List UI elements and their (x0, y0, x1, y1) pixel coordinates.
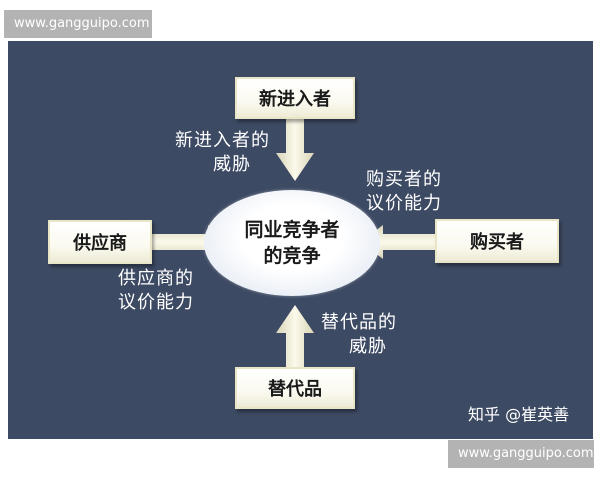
watermark-top: www.gangguipo.com (4, 10, 152, 38)
label-left-line-1: 供应商的 (118, 268, 194, 289)
center-line-2: 的竞争 (263, 245, 321, 267)
node-substitutes: 替代品 (235, 367, 355, 409)
label-right-line-1: 购买者的 (366, 169, 442, 190)
node-new-entrants: 新进入者 (235, 77, 355, 119)
node-buyers: 购买者 (435, 219, 559, 263)
arrow-top (276, 119, 314, 181)
arrow-bottom (276, 305, 314, 367)
label-left-line-2: 议价能力 (118, 292, 194, 313)
label-right-line-2: 议价能力 (366, 193, 442, 214)
watermark-bottom: www.gangguipo.com (448, 440, 594, 468)
author-credit: 知乎 @崔英善 (468, 405, 570, 424)
label-new-entrant-threat: 新进入者的 威胁 (175, 129, 270, 177)
arrow-right (361, 225, 435, 259)
node-suppliers: 供应商 (48, 220, 152, 264)
label-bottom-line-2: 威胁 (349, 336, 387, 357)
label-supplier-power: 供应商的 议价能力 (118, 267, 194, 315)
label-buyer-power: 购买者的 议价能力 (366, 168, 442, 216)
label-bottom-line-1: 替代品的 (321, 312, 397, 333)
center-ellipse: 同业竞争者 的竞争 (204, 190, 380, 296)
label-top-line-2: 威胁 (213, 154, 251, 175)
center-line-1: 同业竞争者 (244, 219, 340, 241)
label-top-line-1: 新进入者的 (175, 130, 270, 151)
label-substitute-threat: 替代品的 威胁 (321, 311, 397, 359)
diagram-panel: 新进入者 供应商 购买者 替代品 同业竞争者 的竞争 新进入者的 威胁 购买者的… (8, 41, 593, 439)
